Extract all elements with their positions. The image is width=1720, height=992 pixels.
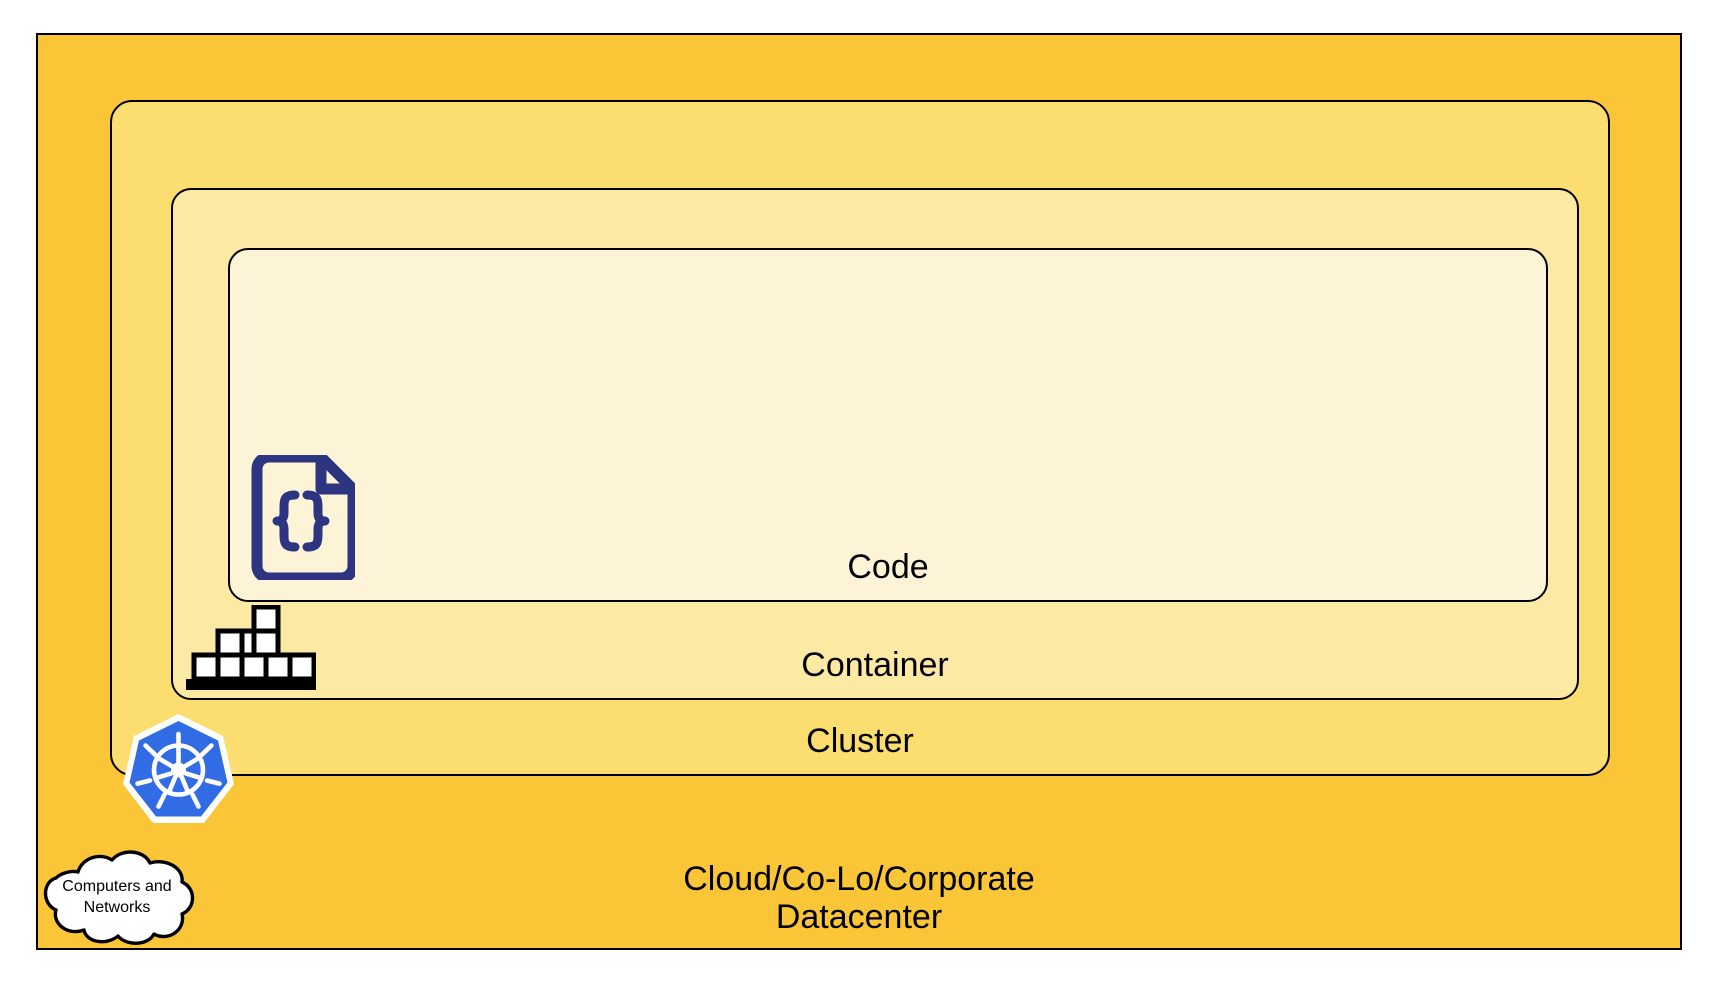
- layer-code[interactable]: Code: [228, 248, 1548, 602]
- layer-container[interactable]: Container Code: [171, 188, 1579, 700]
- layer-datacenter-label: Cloud/Co-Lo/Corporate Datacenter: [683, 860, 1035, 936]
- computers-and-networks-cloud[interactable]: Computers and Networks: [38, 848, 196, 946]
- layer-code-label: Code: [847, 548, 929, 586]
- cloud-shape-icon: [43, 850, 195, 945]
- layer-cluster[interactable]: Cluster Container Code: [110, 100, 1610, 776]
- kubernetes-helm-wheel-icon: [122, 713, 235, 825]
- layer-container-label: Container: [801, 646, 949, 684]
- container-blocks-icon: [186, 604, 317, 690]
- layer-datacenter[interactable]: Cloud/Co-Lo/Corporate Datacenter Cluster…: [36, 33, 1682, 950]
- code-document-braces-icon: [245, 451, 359, 584]
- layer-cluster-label: Cluster: [806, 722, 914, 760]
